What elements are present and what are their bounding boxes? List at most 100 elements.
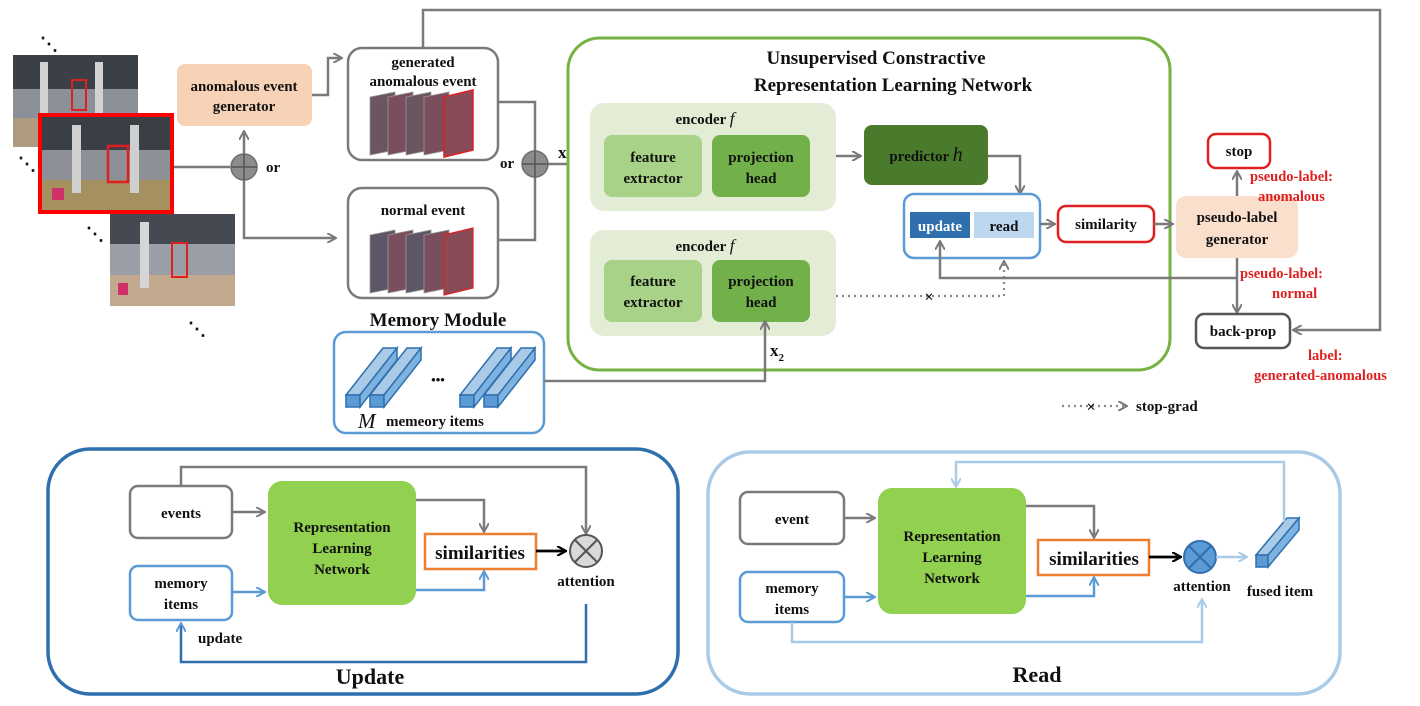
pseudo-generator-1: pseudo-label xyxy=(1197,210,1278,226)
stop-grad-cross: × xyxy=(924,289,933,306)
pseudo-anomalous-1: pseudo-label: xyxy=(1250,169,1333,185)
frame-highlighted xyxy=(38,113,174,214)
pseudo-generator-2: generator xyxy=(1206,232,1269,248)
read-panel: event memory items Representation Learni… xyxy=(706,450,1342,696)
update-similarities-label: similarities xyxy=(435,543,525,564)
predictor-label: predictor h xyxy=(889,144,962,166)
stop-label: stop xyxy=(1226,144,1253,160)
fused-item-block xyxy=(1254,515,1301,570)
label-generated-2: generated-anomalous xyxy=(1254,368,1387,384)
feature-bottom-2: extractor xyxy=(623,295,682,311)
update-feedback-label: update xyxy=(198,631,243,647)
pseudo-normal-1: pseudo-label: xyxy=(1240,266,1323,282)
memory-module: Memory Module ••• M memeory items xyxy=(332,310,546,435)
update-panel: events memory items Representation Learn… xyxy=(46,447,680,696)
read-event-label: event xyxy=(775,512,809,528)
read-memory-2: items xyxy=(775,602,809,618)
ellipsis-2: ⋱ xyxy=(18,154,36,174)
update-attention-label: attention xyxy=(557,574,615,590)
update-block xyxy=(910,212,970,238)
generated-label-1: generated xyxy=(391,55,455,71)
projection-bottom-2: head xyxy=(746,295,778,311)
predictor-box xyxy=(864,125,988,185)
read-attention-node xyxy=(1183,540,1217,574)
generated-frame-stack xyxy=(369,89,474,158)
or-label-2: or xyxy=(500,156,515,172)
encoder-bottom: encoder f feature extractor projection h… xyxy=(590,230,836,336)
stop-box xyxy=(1206,132,1272,170)
projection-top-2: head xyxy=(746,171,778,187)
stop-grad-legend: × stop-grad xyxy=(1062,399,1198,416)
normal-event-label: normal event xyxy=(381,203,466,219)
x2-label: x2 xyxy=(770,341,785,364)
representation-network-panel: Unsupervised Constractive Representation… xyxy=(566,36,1172,372)
update-attention-node xyxy=(569,534,603,568)
back-prop-box xyxy=(1194,312,1292,350)
similarity-label: similarity xyxy=(1075,217,1137,233)
feature-extractor-top xyxy=(604,135,702,197)
generator-label-1: anomalous event xyxy=(190,79,297,95)
update-panel-title: Update xyxy=(336,664,405,689)
read-block xyxy=(974,212,1034,238)
encoder-bottom-label: encoder f xyxy=(675,236,736,255)
read-similarities-box xyxy=(1036,538,1151,577)
read-network-box xyxy=(878,488,1026,614)
ellipsis-4: ⋱ xyxy=(188,319,206,339)
generator-branch: or anomalous event generator xyxy=(174,58,341,238)
memory-symbol: M xyxy=(357,409,377,433)
network-title-1: Unsupervised Constractive xyxy=(766,48,985,69)
pseudo-normal-2: normal xyxy=(1272,286,1317,302)
generator-label-2: generator xyxy=(213,99,276,115)
update-memory-1: memory xyxy=(154,576,208,592)
feature-extractor-bottom xyxy=(604,260,702,322)
frame-bottom xyxy=(110,214,235,306)
update-block-label: update xyxy=(918,219,963,235)
update-network-3: Network xyxy=(314,562,370,578)
read-network-2: Learning xyxy=(922,550,982,566)
update-network-2: Learning xyxy=(312,541,372,557)
projection-top-1: projection xyxy=(728,150,794,166)
encoder-top-label: encoder f xyxy=(675,109,736,128)
generated-anomalous-event-box: generated anomalous event xyxy=(346,46,500,162)
read-panel-title: Read xyxy=(1013,662,1062,687)
memory-ellipsis: ••• xyxy=(431,372,445,387)
anomalous-event-generator xyxy=(177,64,312,126)
normal-frame-stack xyxy=(369,227,474,296)
update-events-label: events xyxy=(161,506,201,522)
back-prop-label: back-prop xyxy=(1210,324,1276,340)
read-similarities-label: similarities xyxy=(1049,549,1139,570)
read-network-3: Network xyxy=(924,571,980,587)
read-memory-1: memory xyxy=(765,581,819,597)
read-block-label: read xyxy=(990,219,1020,235)
ellipsis-1: ⋱ xyxy=(40,34,58,54)
network-title-2: Representation Learning Network xyxy=(754,75,1033,96)
update-memory-2: items xyxy=(164,597,198,613)
projection-head-top xyxy=(712,135,810,197)
read-attention-label: attention xyxy=(1173,579,1231,595)
or-label-1: or xyxy=(266,160,281,176)
generated-label-2: anomalous event xyxy=(369,74,476,90)
label-generated-1: label: xyxy=(1308,348,1343,364)
memory-item-blocks xyxy=(344,345,537,410)
ellipsis-3: ⋱ xyxy=(86,224,104,244)
stop-grad-label: stop-grad xyxy=(1136,399,1198,415)
update-network-1: Representation xyxy=(293,520,391,536)
normal-event-box: normal event xyxy=(346,186,500,300)
feature-top-2: extractor xyxy=(623,171,682,187)
read-network-1: Representation xyxy=(903,529,1001,545)
feature-top-1: feature xyxy=(630,150,676,166)
fused-item-label: fused item xyxy=(1247,584,1314,600)
memory-module-title: Memory Module xyxy=(370,310,507,331)
second-or-node: or x1 xyxy=(498,100,588,242)
label-feedback-line xyxy=(421,8,1382,330)
projection-bottom-1: projection xyxy=(728,274,794,290)
projection-head-bottom xyxy=(712,260,810,322)
encoder-top: encoder f feature extractor projection h… xyxy=(590,103,836,211)
update-network-box xyxy=(268,481,416,605)
memory-items-label: memeory items xyxy=(386,414,484,430)
pseudo-anomalous-2: anomalous xyxy=(1258,189,1325,205)
input-frames: ⋱ ⋱ ⋱ ⋱ xyxy=(13,34,235,339)
pseudo-label-generator xyxy=(1176,196,1298,258)
legend-cross: × xyxy=(1086,399,1095,416)
